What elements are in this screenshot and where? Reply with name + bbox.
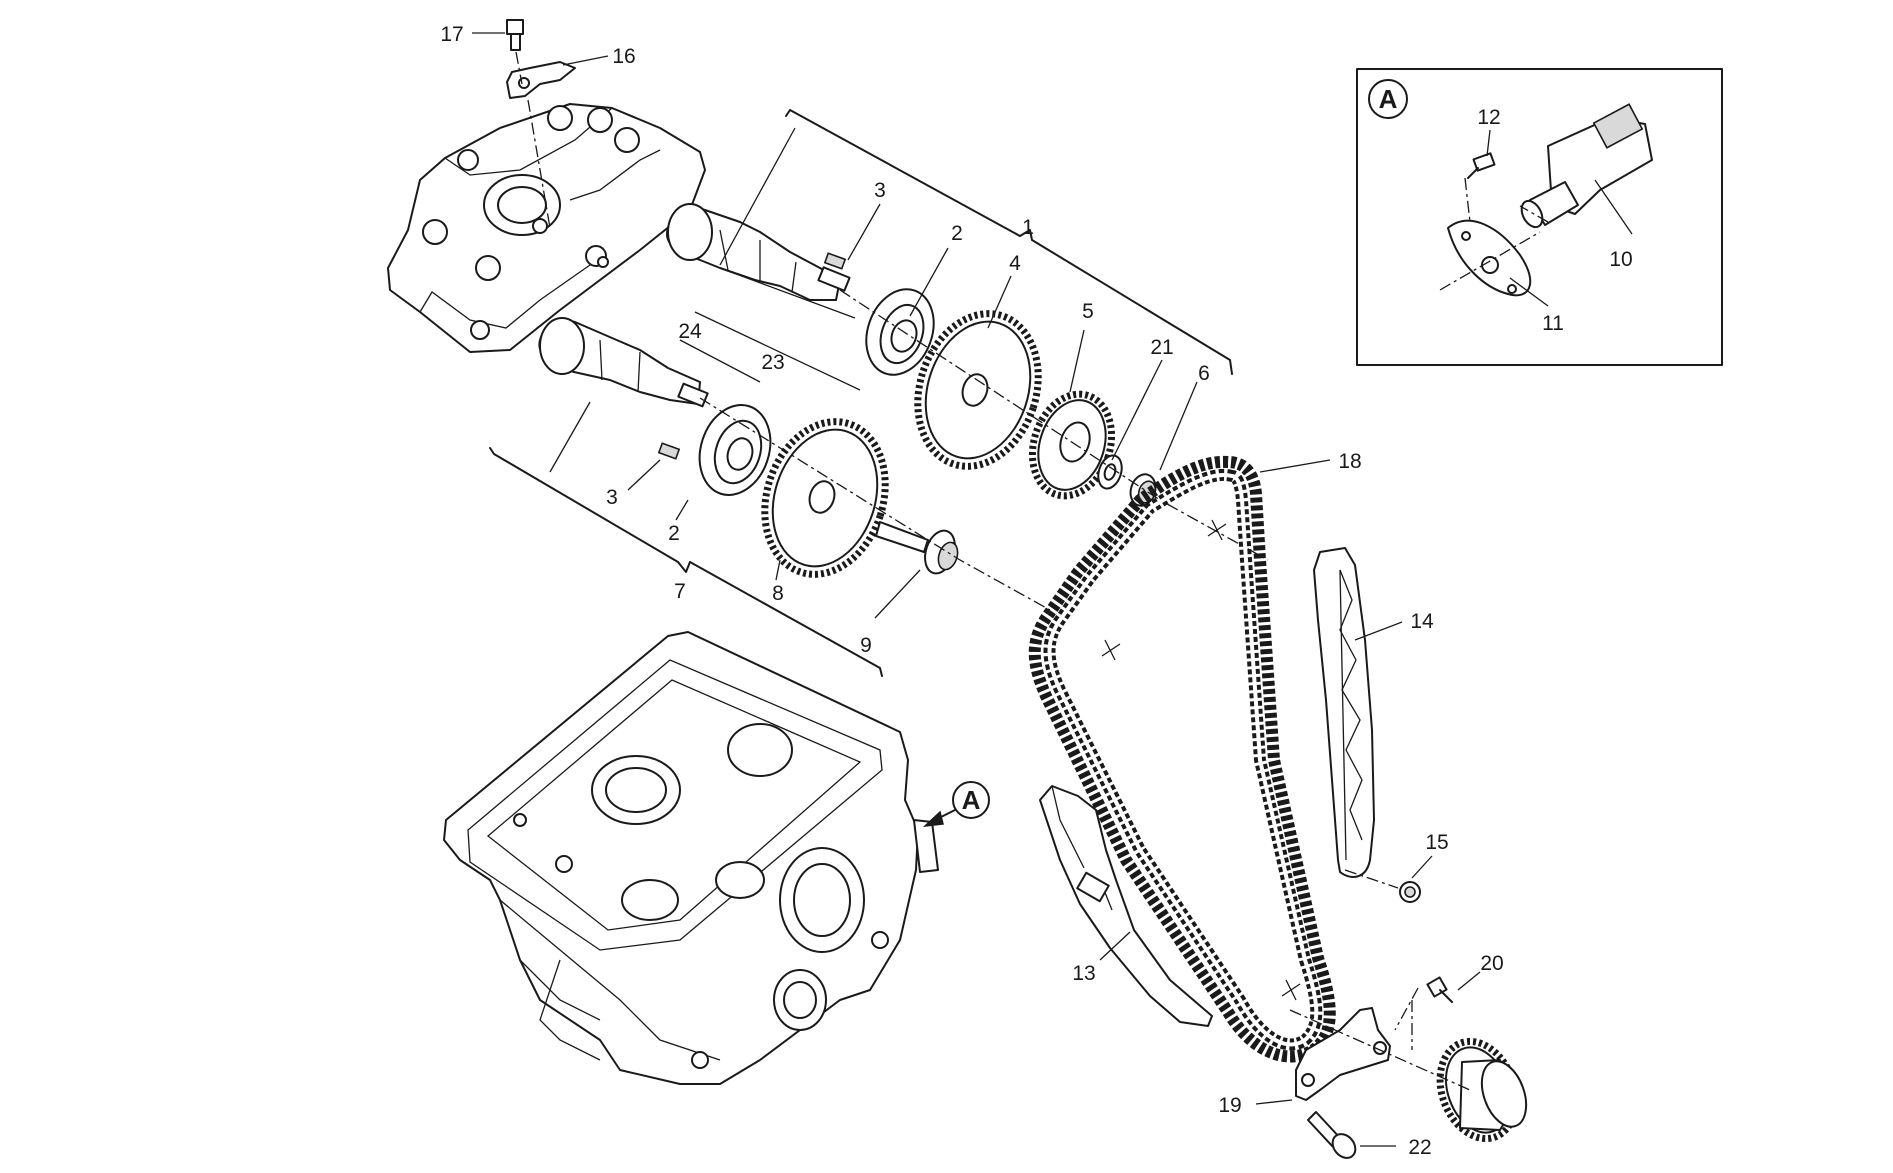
callout-9: 9 [860,634,872,657]
callout-20: 20 [1480,952,1503,975]
callout-7: 7 [674,580,686,603]
cover-bolt [506,19,524,51]
cylinder-head [443,631,939,1085]
timing-chain [1028,455,1336,1063]
cam-carrier-cover [387,103,706,353]
view-reference-a: A [922,781,990,827]
camshaft-upper [666,203,851,301]
callout-2-upper: 2 [951,222,963,245]
callout-1: 1 [1022,216,1034,239]
callout-3-upper: 3 [874,179,886,202]
callout-17: 17 [440,23,463,46]
callout-14: 14 [1410,610,1434,633]
callout-21: 21 [1150,336,1173,359]
chain-tensioner [1520,103,1653,229]
bracket [506,61,576,99]
chain-guide-13 [1039,785,1213,1027]
callout-19: 19 [1218,1094,1241,1117]
bolt-20 [1426,976,1453,1003]
bearing-lower [698,404,772,496]
chain-guide-bracket-19 [1295,1007,1391,1101]
gear-8 [761,418,889,578]
callout-4: 4 [1009,252,1021,275]
bolt-9 [875,521,959,575]
detail-view-a: A 12 10 11 [1356,68,1723,366]
callout-23: 23 [761,351,784,374]
callout-8: 8 [772,582,784,605]
callout-2-lower: 2 [668,522,680,545]
view-reference-marker-label: A [962,785,981,815]
callout-24: 24 [678,320,702,343]
callout-3-lower: 3 [606,486,618,509]
group-7-bracket [489,447,883,677]
crank-sprocket [1436,1037,1528,1143]
callout-5: 5 [1082,300,1094,323]
key-upper [823,252,847,270]
guide-bolt-15 [1344,869,1421,903]
chain-guide-14 [1313,547,1375,878]
detail-view-marker [1368,79,1408,119]
callout-12: 12 [1477,106,1500,129]
detail-view-marker-label: A [1379,84,1398,114]
callout-13: 13 [1072,962,1095,985]
tensioner-bolt [1467,152,1496,179]
bearing-upper [865,288,935,376]
callout-15: 15 [1425,831,1448,854]
callout-10: 10 [1609,248,1632,271]
camshaft-lower [538,317,709,408]
callout-11: 11 [1542,312,1564,335]
callout-6: 6 [1198,362,1210,385]
tensioner-gasket [1447,219,1532,297]
callout-16: 16 [612,45,635,68]
bolt-22 [1307,1111,1357,1159]
callout-22: 22 [1408,1136,1431,1159]
key-lower [657,442,681,460]
gear-4 [914,310,1042,470]
group-1-bracket [785,109,1233,375]
callout-18: 18 [1338,450,1361,473]
